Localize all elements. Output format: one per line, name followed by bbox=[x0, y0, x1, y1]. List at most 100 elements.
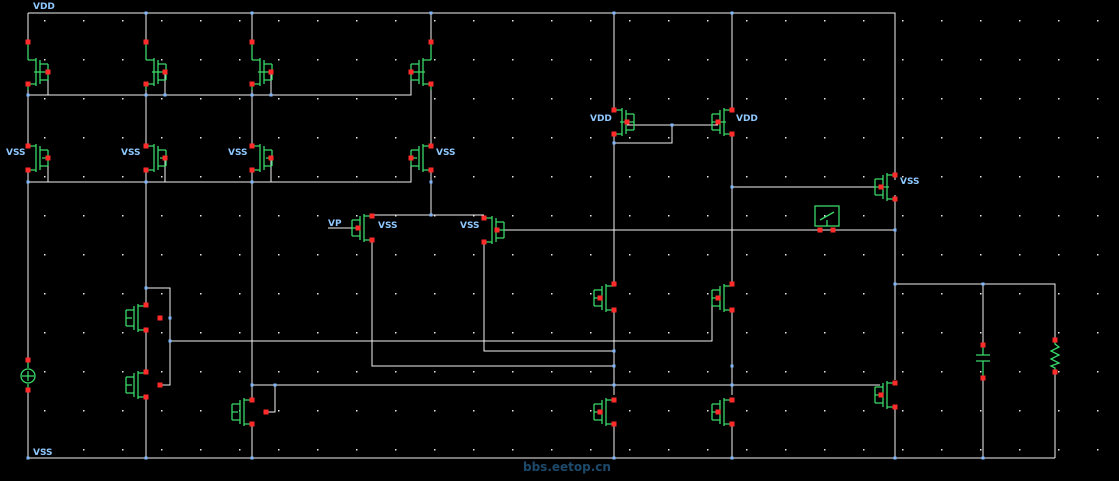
grid-dot bbox=[122, 137, 124, 139]
grid-dot bbox=[317, 254, 319, 256]
grid-dot bbox=[1058, 137, 1060, 139]
terminal-pin bbox=[143, 302, 149, 308]
grid-dot bbox=[668, 254, 670, 256]
grid-dot bbox=[590, 20, 592, 22]
terminal-pin bbox=[25, 167, 31, 173]
terminal-pin bbox=[263, 409, 269, 415]
junction-node bbox=[612, 364, 616, 368]
grid-dot bbox=[1097, 20, 1099, 22]
grid-dot bbox=[200, 98, 202, 100]
grid-dot bbox=[668, 332, 670, 334]
grid-dot bbox=[1097, 410, 1099, 412]
grid-dot bbox=[512, 332, 514, 334]
grid-dot bbox=[1019, 449, 1021, 451]
grid-dot bbox=[83, 20, 85, 22]
grid-dot bbox=[980, 332, 982, 334]
grid-dot bbox=[941, 176, 943, 178]
grid-dot bbox=[590, 332, 592, 334]
grid-dot bbox=[317, 215, 319, 217]
terminal-pin bbox=[715, 295, 721, 301]
grid-dot bbox=[473, 371, 475, 373]
net-label-vp: VP bbox=[328, 219, 342, 229]
grid-dot bbox=[902, 98, 904, 100]
terminal-pin bbox=[878, 392, 884, 398]
grid-dot bbox=[902, 254, 904, 256]
net-label-vss: VSS bbox=[436, 148, 456, 158]
grid-dot bbox=[200, 254, 202, 256]
grid-dot bbox=[356, 293, 358, 295]
grid-dot bbox=[356, 410, 358, 412]
grid-dot bbox=[668, 371, 670, 373]
grid-dot bbox=[629, 20, 631, 22]
grid-dot bbox=[44, 137, 46, 139]
grid-dot bbox=[278, 449, 280, 451]
grid-dot bbox=[746, 293, 748, 295]
grid-dot bbox=[200, 293, 202, 295]
grid-dot bbox=[1058, 176, 1060, 178]
grid-dot bbox=[824, 98, 826, 100]
grid-dot bbox=[473, 215, 475, 217]
grid-dot bbox=[161, 20, 163, 22]
grid-dot bbox=[395, 449, 397, 451]
terminal-pin bbox=[355, 225, 361, 231]
grid-dot bbox=[434, 254, 436, 256]
terminal-pin bbox=[611, 421, 617, 427]
grid-dot bbox=[44, 215, 46, 217]
grid-dot bbox=[902, 59, 904, 61]
cascode-transistor-left bbox=[593, 284, 615, 312]
grid-dot bbox=[863, 332, 865, 334]
grid-dot bbox=[785, 293, 787, 295]
grid-dot bbox=[200, 20, 202, 22]
grid-dot bbox=[551, 176, 553, 178]
grid-dot bbox=[239, 59, 241, 61]
grid-dot bbox=[239, 176, 241, 178]
grid-dot bbox=[434, 332, 436, 334]
grid-dot bbox=[434, 371, 436, 373]
grid-dot bbox=[785, 137, 787, 139]
grid-dot bbox=[278, 98, 280, 100]
grid-dot bbox=[551, 332, 553, 334]
wire-col2-loop bbox=[146, 287, 171, 386]
terminal-pin bbox=[249, 397, 255, 403]
grid-dot bbox=[356, 215, 358, 217]
terminal-pin bbox=[611, 307, 617, 313]
grid-dot bbox=[278, 215, 280, 217]
grid-dot bbox=[629, 137, 631, 139]
grid-dot bbox=[356, 98, 358, 100]
wires bbox=[27, 12, 1056, 459]
grid-dot bbox=[512, 20, 514, 22]
net-label-vss: VSS bbox=[6, 148, 26, 158]
grid-dot bbox=[902, 332, 904, 334]
grid-dot bbox=[83, 449, 85, 451]
terminal-pin bbox=[143, 167, 149, 173]
grid-dot bbox=[356, 332, 358, 334]
grid-dot bbox=[83, 137, 85, 139]
grid-dot bbox=[746, 332, 748, 334]
grid-dot bbox=[629, 176, 631, 178]
grid-dot bbox=[278, 137, 280, 139]
grid-dot bbox=[824, 293, 826, 295]
grid-dot bbox=[785, 371, 787, 373]
grid-dot bbox=[1058, 59, 1060, 61]
grid-dot bbox=[1097, 254, 1099, 256]
grid-dot bbox=[200, 371, 202, 373]
grid-dot bbox=[122, 449, 124, 451]
grid-dot bbox=[551, 137, 553, 139]
grid-dot bbox=[668, 293, 670, 295]
terminal-pin bbox=[481, 239, 487, 245]
grid-dot bbox=[1019, 98, 1021, 100]
grid-dot bbox=[746, 254, 748, 256]
grid-dot bbox=[1058, 215, 1060, 217]
grid-dot bbox=[668, 410, 670, 412]
terminal-pin bbox=[729, 307, 735, 313]
terminal-pin bbox=[45, 69, 51, 75]
junction-node bbox=[981, 456, 985, 460]
junction-node bbox=[144, 93, 148, 97]
bias-cascode-upper bbox=[125, 304, 147, 332]
junction-node bbox=[250, 11, 254, 15]
junction-node bbox=[730, 383, 734, 387]
grid-dot bbox=[317, 410, 319, 412]
grid-dot bbox=[668, 449, 670, 451]
grid-dot bbox=[122, 98, 124, 100]
grid-dot bbox=[122, 176, 124, 178]
